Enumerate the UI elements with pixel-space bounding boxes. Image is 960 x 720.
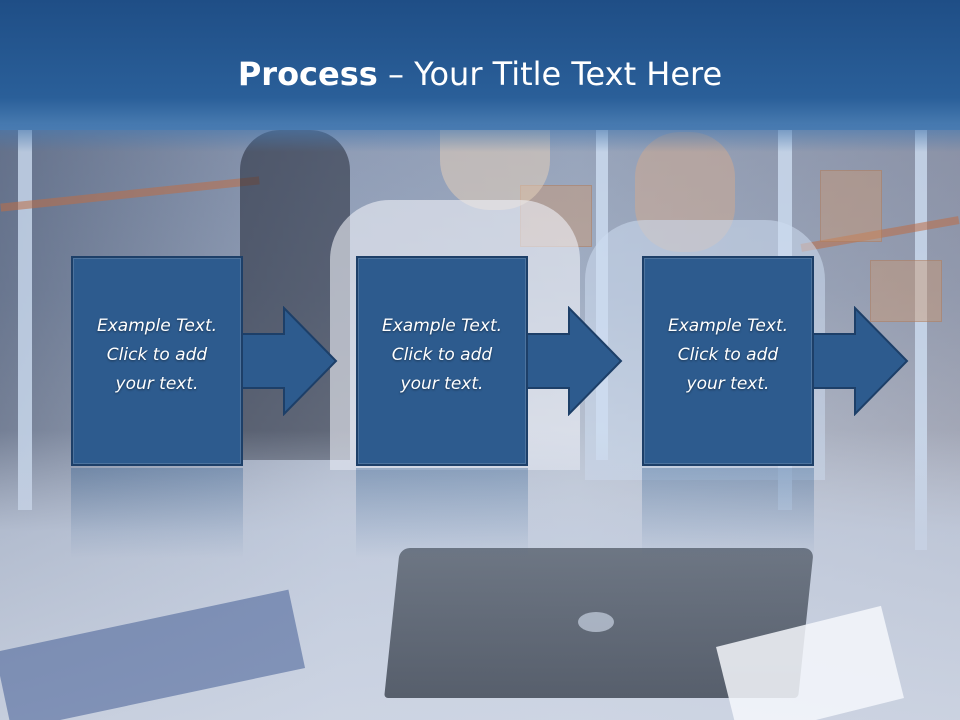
step-reflection <box>356 468 528 558</box>
arrow-right-icon <box>813 306 909 416</box>
step-line-3: your text. <box>686 374 770 394</box>
process-step-3[interactable]: Example Text. Click to add your text. <box>642 256 814 466</box>
warehouse-box <box>820 170 882 242</box>
slide-title[interactable]: Process – Your Title Text Here <box>0 54 960 94</box>
process-step-2[interactable]: Example Text. Click to add your text. <box>356 256 528 466</box>
step-line-3: your text. <box>400 374 484 394</box>
step-line-1: Example Text. <box>381 316 503 336</box>
step-line-2: Click to add <box>391 345 493 365</box>
title-bold: Process <box>237 55 378 93</box>
step-reflection <box>71 468 243 558</box>
step-line-3: your text. <box>115 374 199 394</box>
step-text[interactable]: Example Text. Click to add your text. <box>644 312 812 399</box>
step-line-2: Click to add <box>677 345 779 365</box>
title-bar-fade <box>0 124 960 152</box>
step-line-2: Click to add <box>106 345 208 365</box>
step-text[interactable]: Example Text. Click to add your text. <box>73 312 241 399</box>
laptop-logo <box>578 612 614 632</box>
title-dash: – <box>377 55 415 93</box>
process-step-1[interactable]: Example Text. Click to add your text. <box>71 256 243 466</box>
warehouse-box <box>870 260 942 322</box>
step-line-1: Example Text. <box>96 316 218 336</box>
step-reflection <box>642 468 814 558</box>
arrow-right-icon <box>242 306 338 416</box>
step-line-1: Example Text. <box>667 316 789 336</box>
shelf-post <box>18 130 32 510</box>
title-rest: Your Title Text Here <box>414 55 723 93</box>
title-bar <box>0 0 960 130</box>
arrow-right-icon <box>527 306 623 416</box>
step-text[interactable]: Example Text. Click to add your text. <box>358 312 526 399</box>
